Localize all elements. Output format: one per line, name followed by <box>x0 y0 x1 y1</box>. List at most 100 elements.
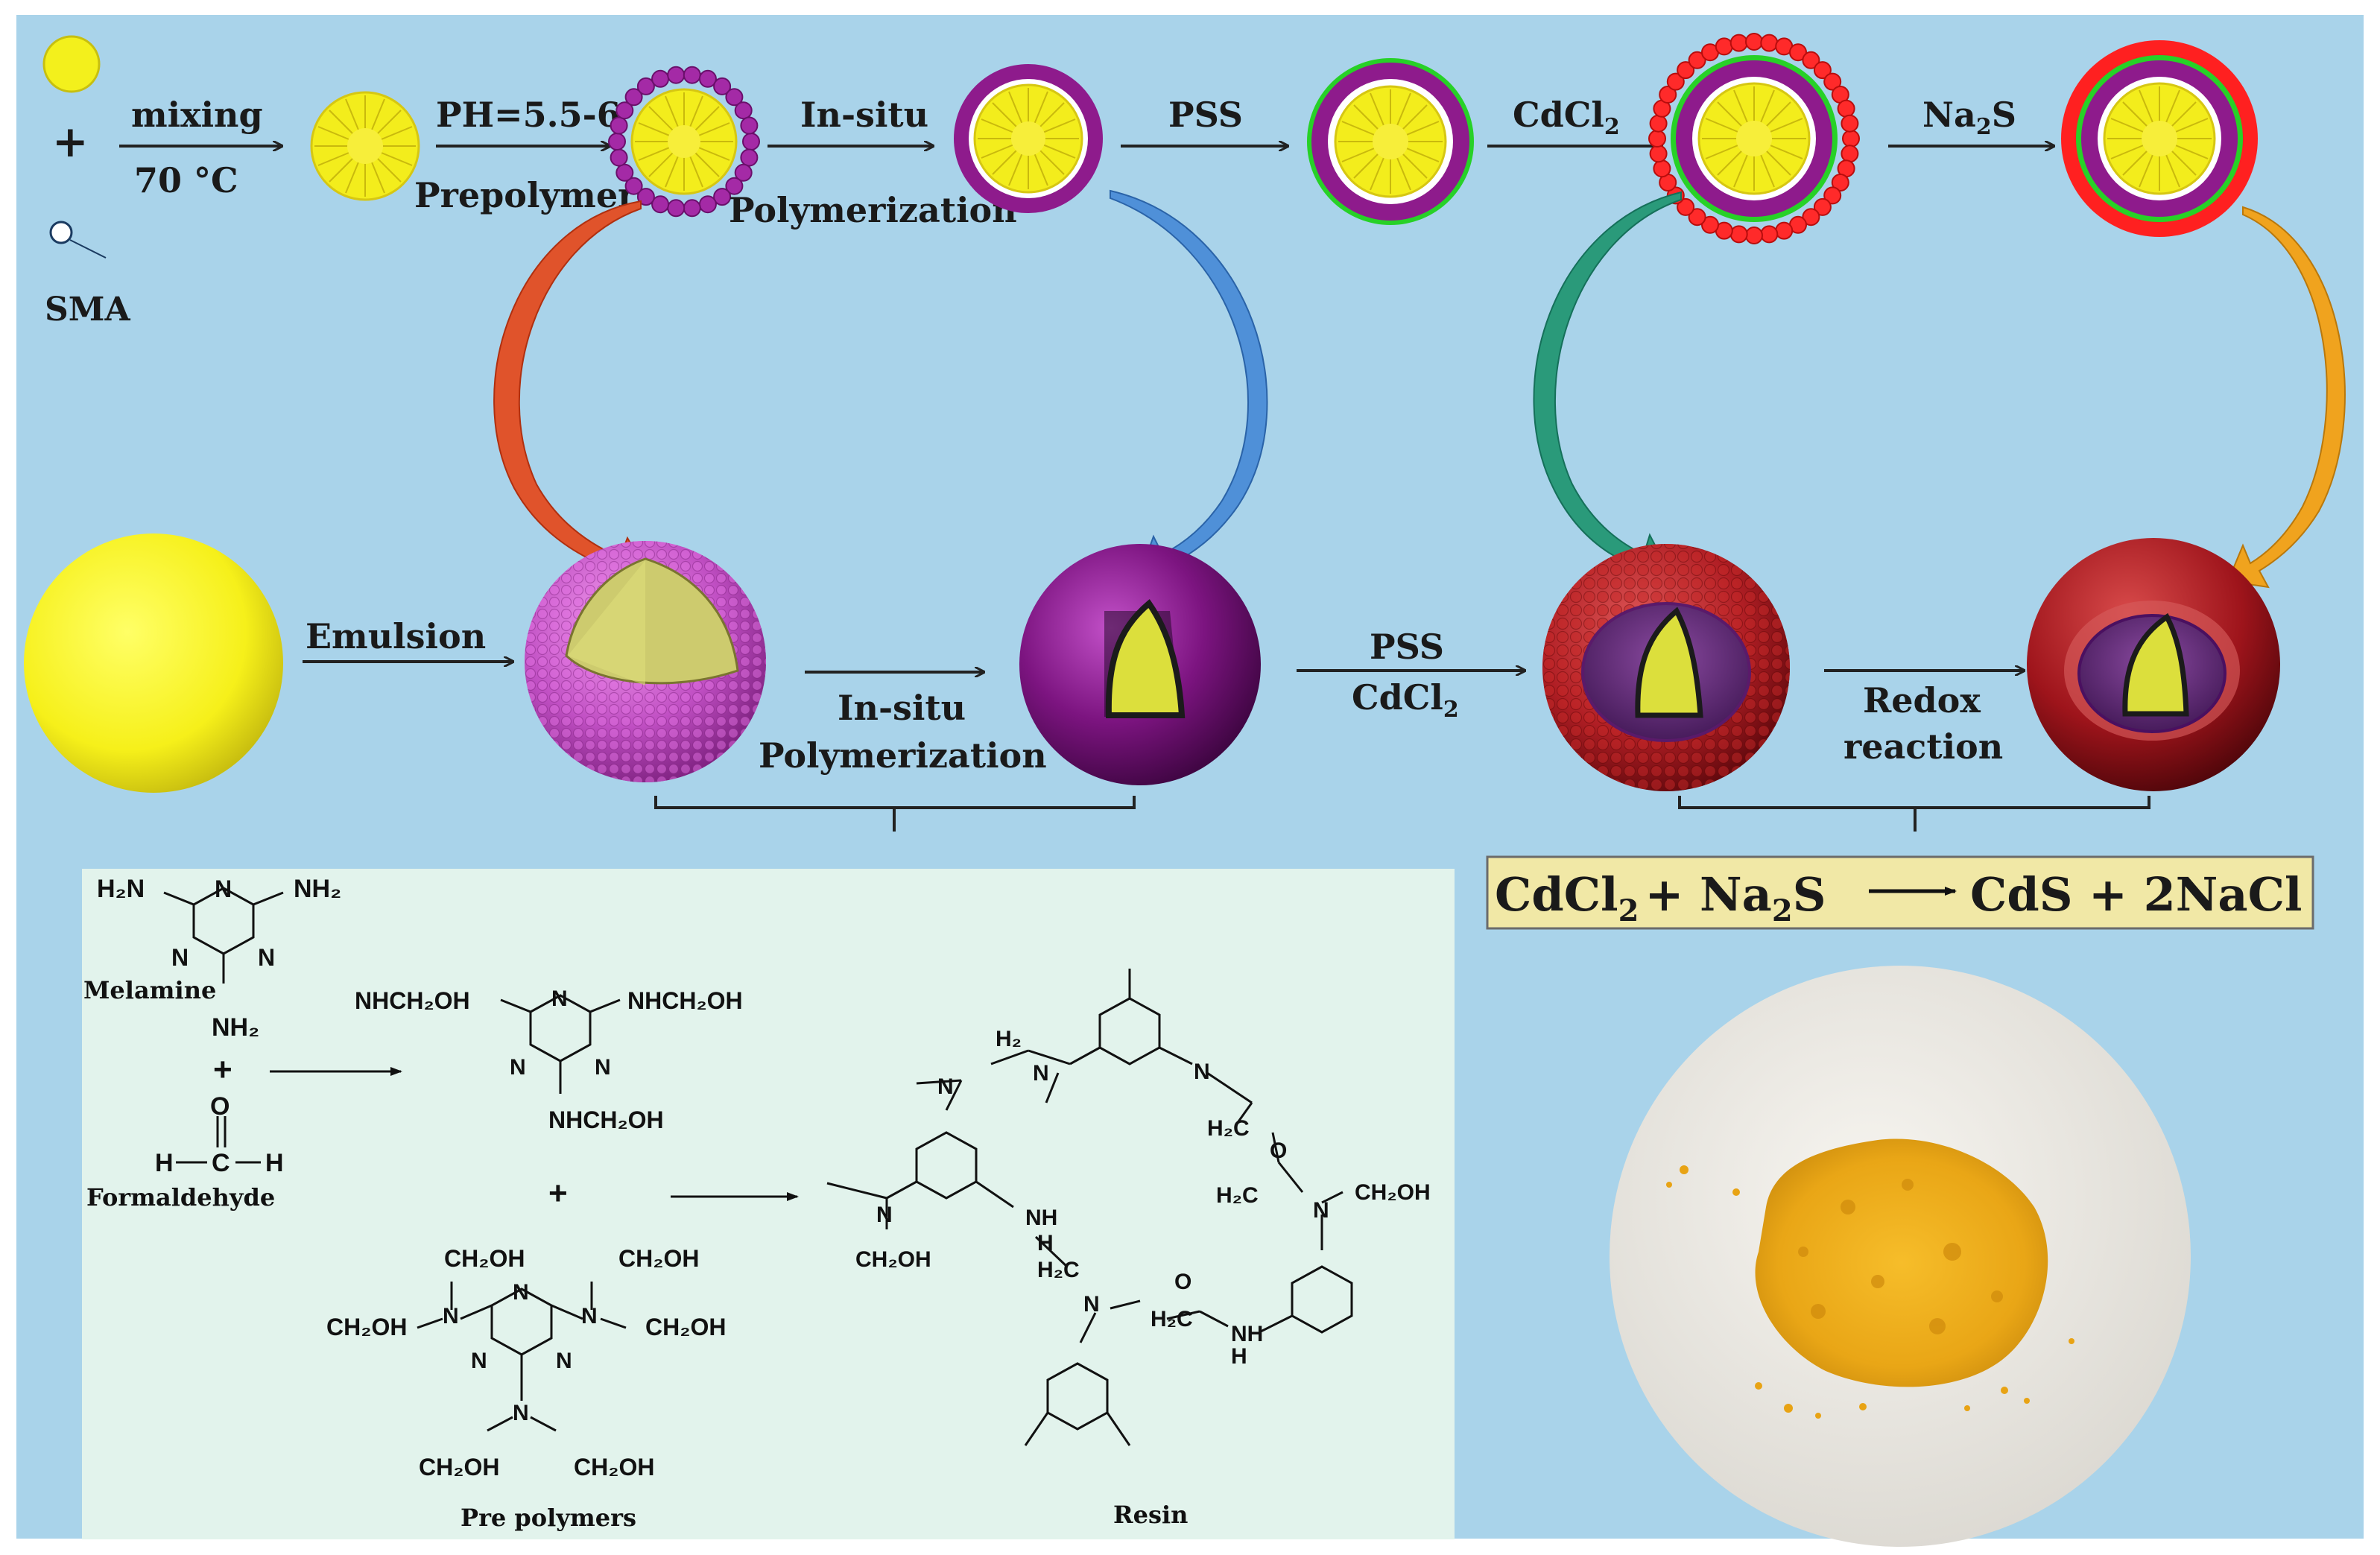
hexa-n-left: N <box>443 1304 459 1328</box>
bead <box>1841 114 1859 133</box>
bead <box>1813 197 1832 216</box>
methylol-melamine-structure <box>500 994 621 1094</box>
resin-o-1: O <box>1270 1138 1287 1163</box>
bead <box>610 148 628 167</box>
bead <box>651 69 670 88</box>
resin-o-2: O <box>1174 1270 1191 1294</box>
bead <box>615 101 634 120</box>
bead <box>1648 130 1666 148</box>
melamine-structure <box>163 887 284 984</box>
cds-powder-photo <box>1610 966 2191 1547</box>
bead <box>1677 61 1695 80</box>
melamine-h2n: H₂N <box>97 875 145 903</box>
bead <box>1677 197 1695 216</box>
bead <box>1688 208 1706 227</box>
hexa-n-ring-left: N <box>471 1349 487 1373</box>
cds-shell-sphere <box>2027 538 2280 791</box>
melamine-resin-sphere <box>1019 544 1261 785</box>
equation-reactants: CdCl2+ Na2S <box>1495 867 1826 928</box>
cadmium-bead-sphere <box>1542 544 1790 791</box>
bead <box>698 69 717 88</box>
bead <box>698 195 717 214</box>
plus-sign: + <box>52 116 89 167</box>
mixing-label: mixing <box>131 95 263 135</box>
methylol-n-left: N <box>510 1055 526 1080</box>
top-row: + SMA mixing 70 °C <box>42 33 2258 329</box>
pss-coated-capsule-icon <box>1307 58 1474 225</box>
bead <box>1842 130 1860 148</box>
formaldehyde-label: Formaldehyde <box>86 1183 275 1212</box>
na2s-label: Na2S <box>1922 95 2016 140</box>
resin-ch2oh-right: CH₂OH <box>1355 1180 1431 1205</box>
formaldehyde-h-left: H <box>155 1149 174 1177</box>
formaldehyde-c: C <box>212 1149 230 1177</box>
bead <box>1666 72 1685 91</box>
melamine-label: Melamine <box>83 976 216 1004</box>
prepolymer-bead-sphere <box>525 541 766 782</box>
methylol-bottom: NHCH₂OH <box>548 1106 664 1133</box>
bead <box>610 116 628 135</box>
bead <box>1745 227 1763 244</box>
bead <box>1760 34 1779 52</box>
bead <box>1837 99 1855 118</box>
melamine-n-top: N <box>215 875 232 902</box>
bead <box>636 188 655 206</box>
bead <box>1760 225 1779 244</box>
core-droplet-small <box>42 35 101 93</box>
bead <box>742 133 760 151</box>
polymerization-label-middle: Polymerization <box>759 735 1047 776</box>
bead <box>683 199 701 218</box>
bead <box>1649 114 1668 133</box>
bead <box>740 148 759 167</box>
plus-melamine-formaldehyde: + <box>213 1051 232 1088</box>
bracket-right <box>1678 796 2150 832</box>
resin-nh-left: N <box>937 1074 954 1099</box>
resin-h-mid: H <box>1037 1231 1054 1255</box>
reaction-label: reaction <box>1843 726 2003 767</box>
bead <box>1802 208 1820 227</box>
bead <box>1701 215 1719 234</box>
resin-nh-mid: NH <box>1025 1206 1057 1230</box>
polymerization-label: Polymerization <box>729 190 1017 230</box>
resin-structure <box>826 969 1353 1446</box>
methylol-right: NHCH₂OH <box>627 987 743 1014</box>
melamine-n-right: N <box>258 944 275 971</box>
hexa-n-bottom: N <box>513 1401 529 1425</box>
resin-label: Resin <box>1113 1501 1188 1529</box>
bracket-left <box>654 796 1136 832</box>
melamine-n-left: N <box>171 944 189 971</box>
bead <box>1841 145 1859 163</box>
curved-arrow-amber <box>2226 206 2346 589</box>
bead <box>740 116 759 135</box>
bead <box>725 177 744 195</box>
resin-h2c-3: H₂C <box>1037 1258 1080 1282</box>
connector-curved-arrows <box>493 189 2346 590</box>
formaldehyde-h-right: H <box>265 1149 284 1177</box>
bead <box>1745 33 1763 51</box>
emulsion-label: Emulsion <box>306 616 486 656</box>
cdcl2-label-top: CdCl2 <box>1513 95 1620 140</box>
bead <box>624 177 643 195</box>
bead <box>734 101 753 120</box>
bead <box>636 77 655 95</box>
resin-n-left-low: N <box>876 1203 893 1227</box>
bead <box>1729 225 1748 244</box>
prepolymer-label: Prepolymer <box>414 175 636 215</box>
resin-h2-top: H₂ <box>996 1027 1022 1051</box>
melamine-shell-capsule-icon <box>954 64 1103 213</box>
hexa-ch2oh-1: CH₂OH <box>444 1245 525 1272</box>
bead <box>734 163 753 182</box>
methylol-n-top: N <box>551 986 568 1011</box>
hexa-n-ring-right: N <box>556 1349 572 1373</box>
core-droplet-large <box>24 533 283 793</box>
sma-label: SMA <box>45 291 130 329</box>
cdcl2-label-middle: CdCl2 <box>1352 677 1459 723</box>
bead <box>615 163 634 182</box>
bead <box>1715 37 1733 56</box>
bead <box>667 199 686 218</box>
bead <box>1659 86 1677 104</box>
resin-n-right: N <box>1194 1060 1210 1084</box>
bead <box>1831 174 1849 191</box>
temperature-label: 70 °C <box>134 160 238 200</box>
resin-n-ch2oh: N <box>1313 1198 1329 1223</box>
